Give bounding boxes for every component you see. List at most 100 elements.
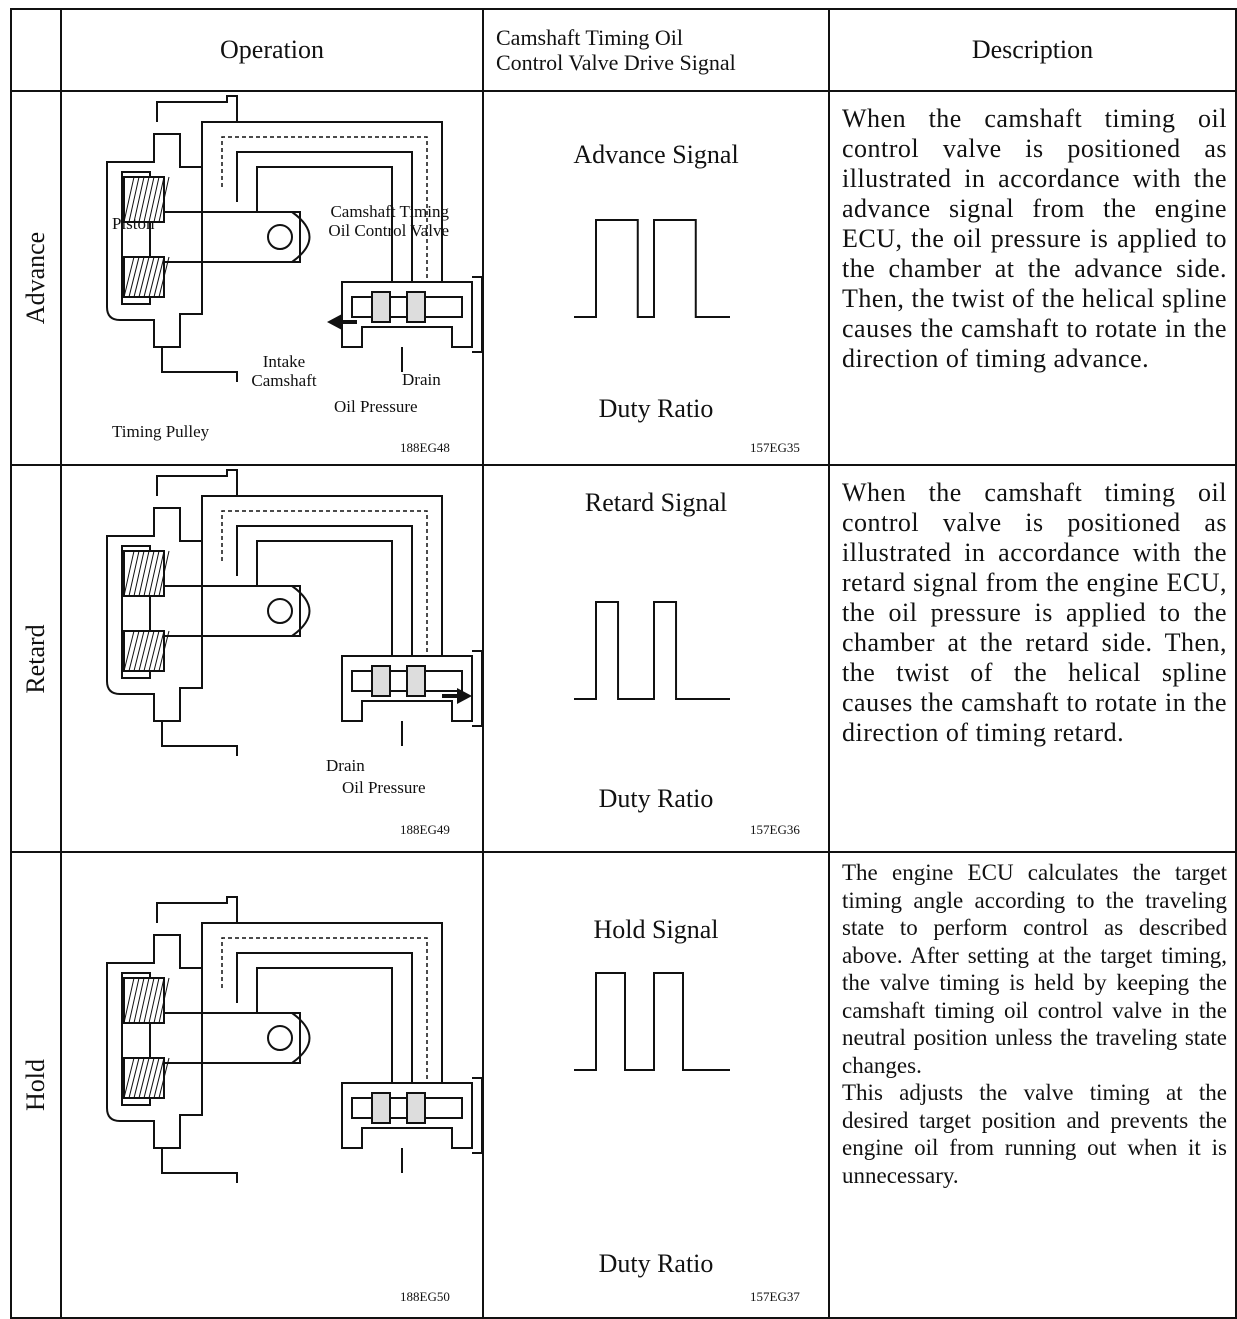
signal-code-advance: 157EG35 — [750, 440, 800, 455]
housing-inner — [121, 972, 151, 1106]
camshaft-ball — [267, 598, 293, 624]
retard-row: Retard Drain Oil Pressure 188EG49 Retard… — [10, 464, 1237, 853]
ocv-land-2 — [406, 291, 426, 323]
figure-code-retard: 188EG49 — [400, 822, 450, 837]
waveform-path — [574, 972, 730, 1071]
oil-passage-inner2 — [256, 540, 393, 656]
header-signal: Camshaft Timing Oil Control Valve Drive … — [482, 8, 830, 92]
hatch-line — [138, 550, 150, 597]
hatch-line — [128, 256, 140, 298]
signal-code-retard: 157EG36 — [750, 822, 800, 837]
hatch-line — [138, 256, 150, 298]
hatch-line — [148, 1057, 160, 1099]
header-signal-line1: Camshaft Timing Oil — [496, 25, 684, 50]
hatch-line — [158, 1057, 170, 1099]
camshaft-end — [291, 1012, 311, 1064]
pulley-bottom — [161, 347, 238, 382]
hatch-line — [128, 1057, 140, 1099]
header-row: Operation Camshaft Timing Oil Control Va… — [10, 8, 1237, 92]
pulley-top — [156, 469, 238, 496]
label-piston: Piston — [112, 214, 155, 233]
waveform-path — [574, 219, 730, 318]
label-valve: Camshaft Timing Oil Control Valve — [307, 202, 449, 240]
mode-cell-advance: Advance — [10, 90, 62, 466]
oil-passage-dashed — [221, 136, 428, 282]
hatch-line — [158, 256, 170, 298]
hatch-line — [123, 1057, 135, 1099]
header-blank — [10, 8, 62, 92]
mode-cell-retard: Retard — [10, 464, 62, 853]
duty-ratio-advance: Duty Ratio — [598, 394, 714, 423]
oil-passage-outer — [201, 922, 443, 1083]
duty-waveform-retard — [574, 601, 730, 700]
hatch-line — [143, 256, 155, 298]
signal-title-retard: Retard Signal — [584, 488, 728, 517]
hatch-line — [128, 550, 140, 597]
mode-cell-hold: Hold — [10, 851, 62, 1319]
ocv-body — [341, 655, 473, 722]
hatch-line — [148, 176, 160, 223]
operation-cell-retard: Drain Oil Pressure 188EG49 — [60, 464, 484, 853]
label-drain-advance: Drain — [402, 370, 441, 389]
vvt-diagram-hold — [106, 896, 482, 1183]
signal-title-hold: Hold Signal — [593, 915, 719, 944]
hatch-line — [148, 256, 160, 298]
housing-inner — [121, 171, 151, 305]
hatch-line — [123, 630, 135, 672]
camshaft-end — [291, 211, 311, 263]
ocv-solenoid — [472, 1077, 482, 1154]
ocv-solenoid — [472, 276, 482, 353]
hatch-line — [143, 176, 155, 223]
operation-cell-advance: Piston Camshaft Timing Oil Control Valve… — [60, 90, 484, 466]
label-valve-line1: Camshaft Timing — [330, 202, 449, 221]
oil-passage-inner — [236, 952, 413, 1083]
oil-passage-dashed — [221, 937, 428, 1083]
label-timing-pulley: Timing Pulley — [112, 422, 210, 441]
label-intake-line2: Camshaft — [251, 371, 317, 390]
signal-cell-advance: Advance Signal Duty Ratio 157EG35 — [482, 90, 830, 466]
camshaft-body — [149, 585, 301, 637]
camshaft-ball — [267, 1025, 293, 1051]
pulley-bottom — [161, 1148, 238, 1183]
description-hold-p2: This adjusts the valve timing at the des… — [842, 1080, 1227, 1188]
hatch-line — [128, 176, 140, 223]
header-description: Description — [828, 8, 1237, 92]
hatch-line — [123, 977, 135, 1024]
vvt-diagram-retard — [106, 469, 482, 756]
hatch-line — [133, 550, 145, 597]
hatch-line — [158, 550, 170, 597]
camshaft-ball — [267, 224, 293, 250]
label-intake-line1: Intake — [262, 352, 306, 371]
label-intake-camshaft: Intake Camshaft — [244, 352, 324, 390]
oil-passage-inner — [236, 525, 413, 656]
hatch-line — [148, 630, 160, 672]
header-operation: Operation — [60, 8, 484, 92]
camshaft-body — [149, 211, 301, 263]
hatch-line — [133, 630, 145, 672]
header-signal-line2: Control Valve Drive Signal — [496, 50, 736, 75]
oil-passage-outer — [201, 121, 443, 282]
duty-ratio-retard: Duty Ratio — [598, 784, 714, 813]
camshaft-end — [291, 585, 311, 637]
ocv-land-2 — [406, 1092, 426, 1124]
hatch-line — [158, 977, 170, 1024]
oil-passage-inner — [236, 151, 413, 282]
label-oil-pressure-retard: Oil Pressure — [342, 778, 426, 797]
hatch-line — [138, 176, 150, 223]
housing-inner — [121, 545, 151, 679]
camshaft-body — [149, 1012, 301, 1064]
description-hold: The engine ECU calculates the target tim… — [828, 851, 1237, 1319]
ocv-land-1 — [371, 665, 391, 697]
description-advance: When the camshaft timing oil control val… — [828, 90, 1237, 466]
signal-cell-retard: Retard Signal Duty Ratio 157EG36 — [482, 464, 830, 853]
hatch-line — [153, 630, 165, 672]
hatch-line — [143, 550, 155, 597]
ocv-solenoid — [472, 650, 482, 727]
vvt-diagram-advance — [106, 95, 482, 382]
figure-code-advance: 188EG48 — [400, 440, 450, 455]
hatch-line — [158, 630, 170, 672]
pulley-bottom — [161, 721, 238, 756]
mode-label-hold: Hold — [21, 1059, 50, 1111]
oil-passage-outer — [201, 495, 443, 656]
duty-waveform-hold — [574, 972, 730, 1071]
